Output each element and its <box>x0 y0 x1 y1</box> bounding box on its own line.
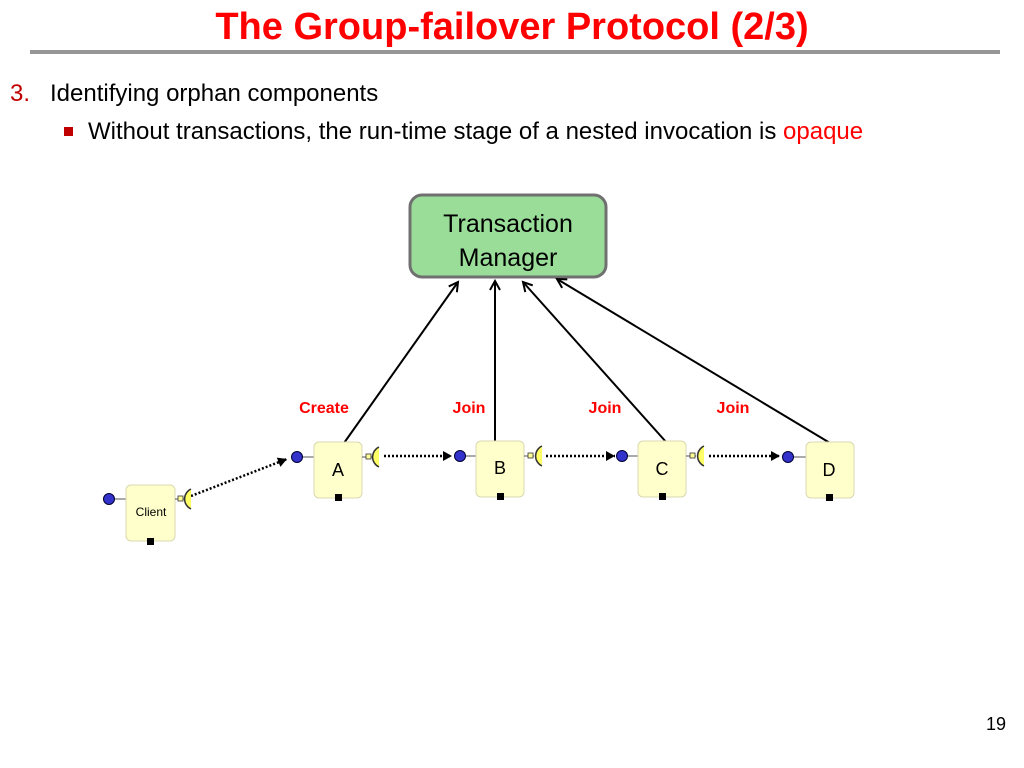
facet-icon <box>782 451 794 463</box>
facet-icon <box>616 450 628 462</box>
slide-title: The Group-failover Protocol (2/3) <box>215 6 809 48</box>
component-label-d: D <box>823 460 836 480</box>
join-arrow-d <box>557 279 831 444</box>
edge-label-join-b: Join <box>453 400 486 417</box>
receptacle-icon <box>527 445 543 467</box>
sub-bullet-highlight: opaque <box>783 118 864 145</box>
sub-bullet-text: Without transactions, the run-time stage… <box>88 118 863 146</box>
create-arrow <box>343 282 458 444</box>
transaction-manager-label-line1: Transaction <box>443 210 573 238</box>
client-component: Client <box>103 484 192 545</box>
client-label: Client <box>136 505 167 519</box>
component-a: A <box>291 441 380 501</box>
receptacle-icon <box>365 446 380 468</box>
sub-bullet-main: Without transactions, the run-time stage… <box>88 118 784 145</box>
edge-label-join-c: Join <box>589 400 622 417</box>
receptacle-icon <box>177 488 192 510</box>
component-c: C <box>616 440 705 500</box>
join-arrow-c <box>523 282 668 444</box>
component-b: B <box>454 440 543 500</box>
component-label-a: A <box>332 460 344 480</box>
transaction-manager-box: Transaction Manager <box>408 193 608 279</box>
facet-icon <box>454 450 466 462</box>
transaction-manager-label-line2: Manager <box>459 244 558 272</box>
component-d: D <box>782 441 855 501</box>
component-label-c: C <box>656 459 669 479</box>
title-divider <box>30 50 1000 54</box>
page-number: 19 <box>985 714 1006 734</box>
square-bullet-icon <box>64 127 73 136</box>
edge-label-create: Create <box>299 400 349 417</box>
facet-icon <box>291 451 303 463</box>
bullet-number: 3. <box>10 80 31 107</box>
invocation-arrow-client-a <box>190 457 288 498</box>
bullet-text: Identifying orphan components <box>50 80 379 107</box>
component-label-b: B <box>494 458 506 478</box>
edge-label-join-d: Join <box>717 400 750 417</box>
facet-icon <box>103 493 115 505</box>
receptacle-icon <box>689 445 705 467</box>
